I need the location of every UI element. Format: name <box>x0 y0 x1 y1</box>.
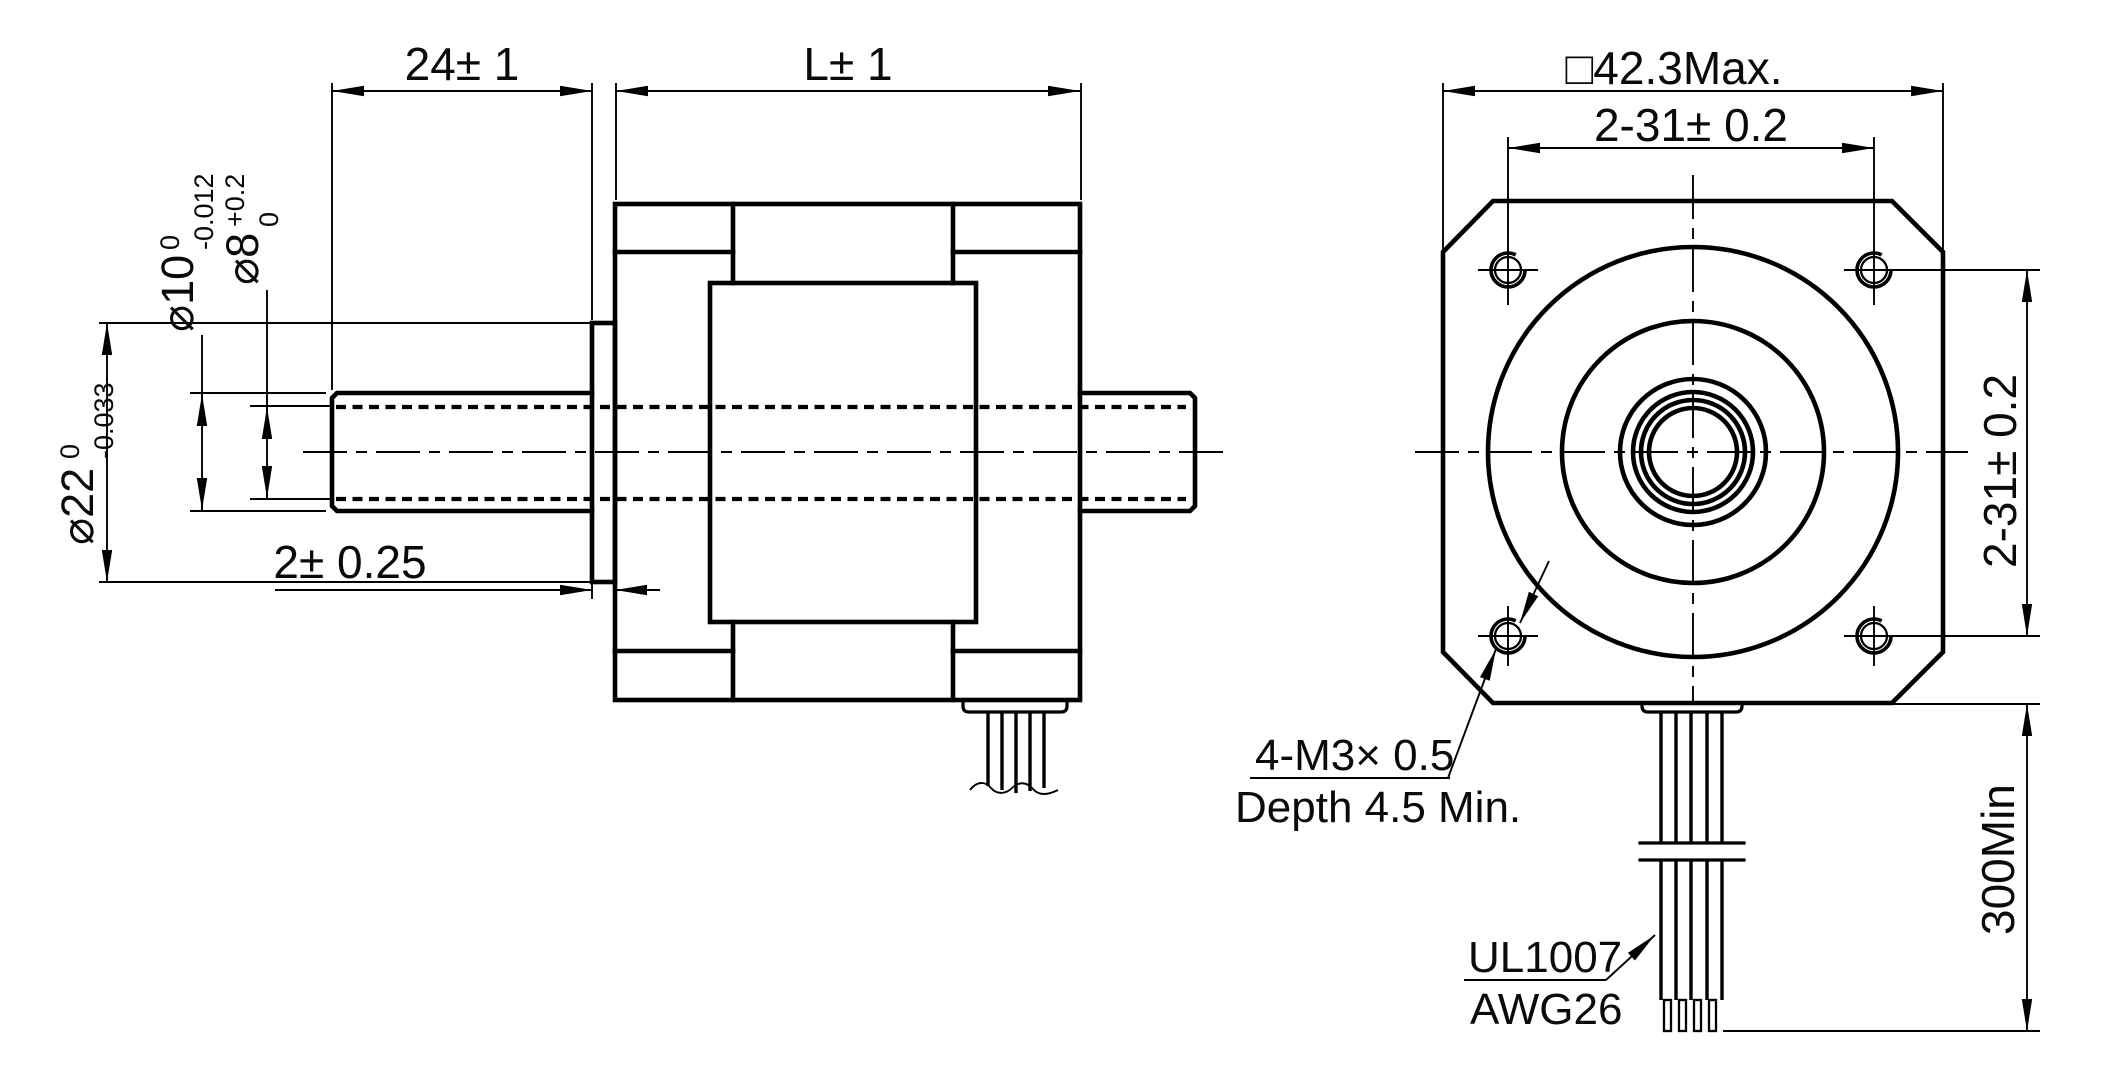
svg-text:0: 0 <box>55 444 85 459</box>
flange-outline <box>1440 198 1946 706</box>
svg-text:⌀8: ⌀8 <box>217 233 268 285</box>
dim-body-length: L± 1 <box>615 38 1082 200</box>
dim-lead-length: 300Min <box>1723 703 2040 1032</box>
side-wire-bundle <box>969 712 1059 795</box>
wire-break-wave <box>969 782 1059 795</box>
dim-hole-pitch-vertical-label: 2-31± 0.2 <box>1974 374 2026 568</box>
dim-boss-thickness-label: 2± 0.25 <box>273 536 426 588</box>
dim-boss-thickness: 2± 0.25 <box>273 536 660 599</box>
svg-text:⌀22: ⌀22 <box>52 468 103 545</box>
dim-shaft-length: 24± 1 <box>331 38 593 390</box>
dim-boss-dia-label: ⌀22 0 -0.033 <box>52 382 119 545</box>
shaft-ring <box>1630 389 1756 515</box>
wire-end <box>1677 998 1688 1033</box>
front-view: □42.3Max. 2-31± 0.2 2-31± 0.2 300Min <box>1235 42 2040 1034</box>
dim-hole-pitch-vertical: 2-31± 0.2 <box>1904 269 2040 637</box>
svg-text:0: 0 <box>254 212 284 227</box>
dim-shaft-dia: ⌀10 0 -0.012 <box>152 173 326 512</box>
callout-mounting-holes: 4-M3× 0.5 Depth 4.5 Min. <box>1235 560 1550 832</box>
dim-flange-width-label: □42.3Max. <box>1566 42 1783 94</box>
svg-text:-0.033: -0.033 <box>89 382 119 459</box>
wire-end <box>1692 998 1703 1033</box>
dim-body-length-label: L± 1 <box>803 38 892 90</box>
svg-text:0: 0 <box>155 235 185 250</box>
callout-mounting-holes-line1: 4-M3× 0.5 <box>1255 731 1454 780</box>
wire-end <box>1707 998 1718 1033</box>
callout-wire-spec-line1: UL1007 <box>1468 933 1622 982</box>
svg-text:⌀10: ⌀10 <box>152 255 203 332</box>
svg-text:+0.2: +0.2 <box>220 174 250 227</box>
side-view: 24± 1 L± 1 ⌀22 0 -0.033 <box>52 38 1228 795</box>
callout-mounting-holes-line2: Depth 4.5 Min. <box>1235 783 1521 832</box>
dim-screw-dia: ⌀8 +0.2 0 <box>217 174 334 500</box>
svg-text:2-31± 0.2: 2-31± 0.2 <box>1974 374 2026 568</box>
dim-screw-dia-label: ⌀8 +0.2 0 <box>217 174 284 285</box>
callout-wire-spec: UL1007 AWG26 <box>1464 933 1656 1034</box>
dim-shaft-length-label: 24± 1 <box>405 38 520 90</box>
mounting-hole-bottom-left <box>1478 606 1538 666</box>
front-wire-bundle <box>1638 712 1746 1033</box>
dim-lead-length-label: 300Min <box>1972 784 2024 935</box>
dim-boss-dia: ⌀22 0 -0.033 <box>52 322 592 583</box>
dim-flange-width: □42.3Max. <box>1442 42 1944 253</box>
svg-text:300Min: 300Min <box>1972 784 2024 935</box>
dim-hole-pitch-horizontal: 2-31± 0.2 <box>1507 99 1875 305</box>
callout-wire-spec-line2: AWG26 <box>1470 985 1622 1034</box>
wire-end <box>1662 998 1673 1033</box>
svg-text:-0.012: -0.012 <box>189 173 219 250</box>
dim-shaft-dia-label: ⌀10 0 -0.012 <box>152 173 219 332</box>
mounting-hole-bottom-right <box>1844 606 1904 666</box>
dim-hole-pitch-horizontal-label: 2-31± 0.2 <box>1594 99 1788 151</box>
